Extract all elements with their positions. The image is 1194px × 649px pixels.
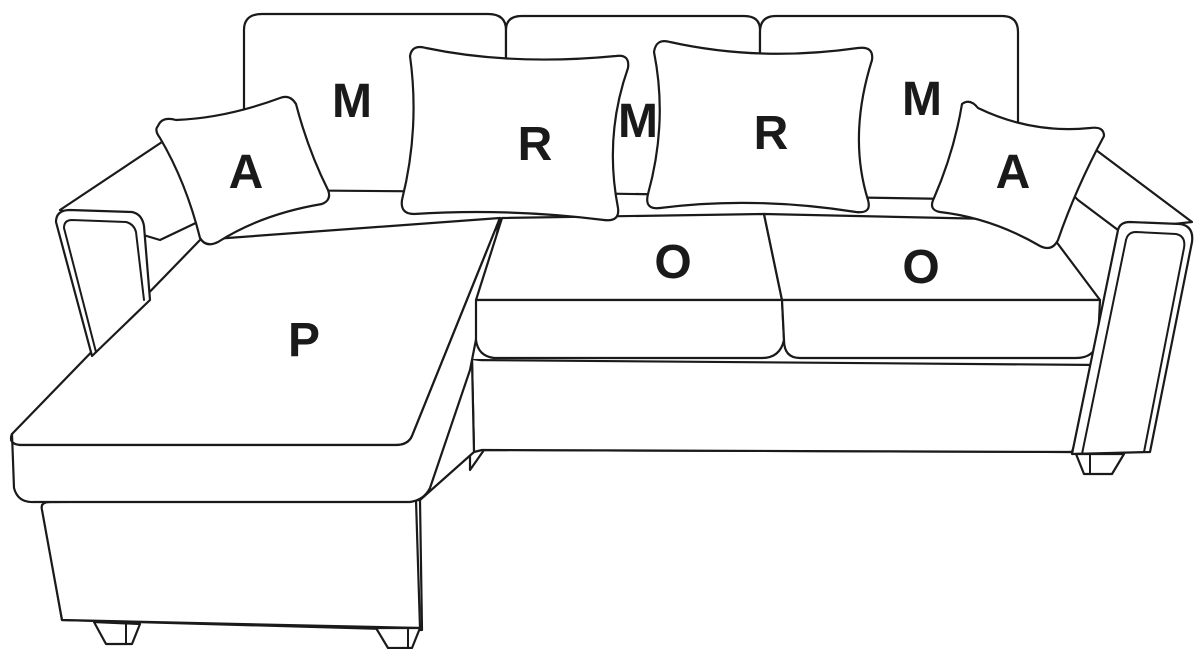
label-pillow-large-right: R <box>754 107 789 160</box>
label-pillow-small-right: A <box>996 146 1031 199</box>
seat-cushion-right-front <box>782 300 1100 358</box>
leg-right <box>1076 454 1124 474</box>
chaise-front-face <box>42 500 420 628</box>
label-pillow-small-left: A <box>229 146 264 199</box>
seat-cushion-left-front <box>476 300 784 358</box>
label-back-left: M <box>332 75 372 128</box>
label-seat-left: O <box>654 236 691 289</box>
label-back-right: M <box>902 73 942 126</box>
label-seat-right: O <box>902 241 939 294</box>
pillow-large-left <box>402 47 629 220</box>
label-chaise: P <box>288 314 320 367</box>
seat-cushion-left <box>476 214 782 300</box>
label-pillow-large-left: R <box>518 118 553 171</box>
leg-front-middle <box>376 628 420 648</box>
leg-front-left <box>94 622 140 644</box>
label-back-center: M <box>618 95 658 148</box>
